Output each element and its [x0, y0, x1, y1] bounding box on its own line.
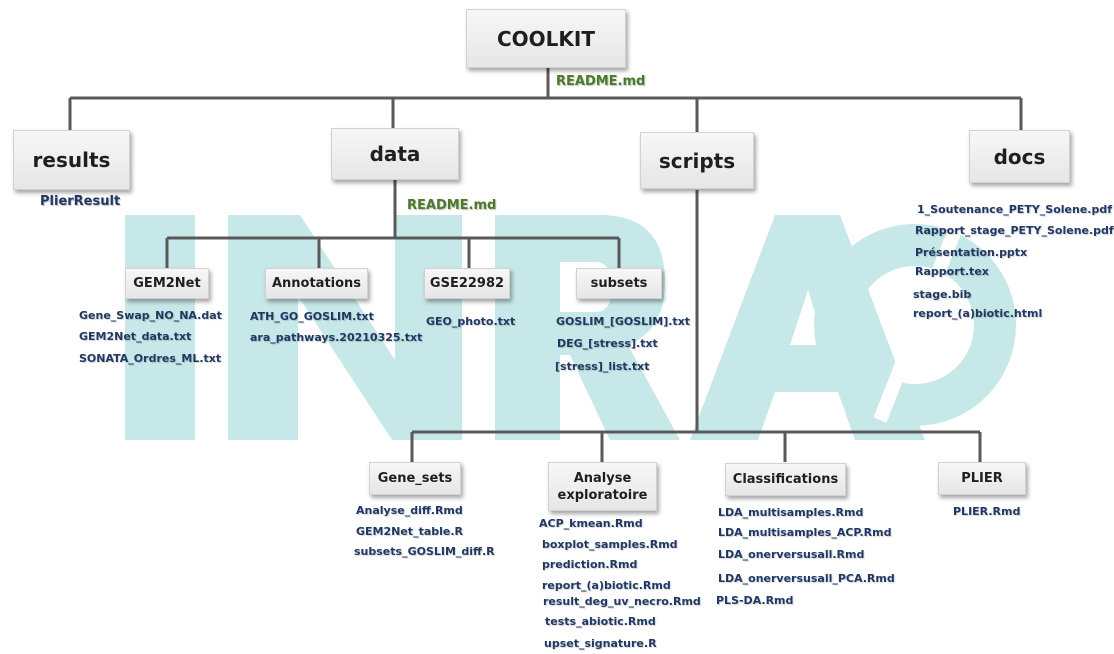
analyse-file: report_(a)biotic.Rmd [542, 579, 671, 592]
gse22982-file: GEO_photo.txt [426, 315, 516, 328]
gem2net-file: Gene_Swap_NO_NA.dat [79, 309, 222, 322]
plier-file: PLIER.Rmd [953, 505, 1021, 518]
classifications-file: LDA_multisamples.Rmd [718, 506, 864, 519]
analyse-label-line1: Analyse [573, 470, 632, 486]
classifications-file: LDA_onerversusall.Rmd [718, 548, 865, 561]
analyse-file: prediction.Rmd [542, 558, 638, 571]
subsets-file: [stress]_list.txt [555, 360, 650, 373]
gene-sets-file: Analyse_diff.Rmd [356, 504, 463, 517]
plier-label: PLIER [961, 471, 1003, 486]
gem2net-node: GEM2Net [125, 268, 209, 299]
scripts-node: scripts [640, 132, 754, 189]
analyse-file: upset_signature.R [544, 637, 657, 650]
docs-file: 1_Soutenance_PETY_Solene.pdf [917, 203, 1113, 216]
watermark-slash [873, 227, 962, 423]
annotations-node: Annotations [265, 268, 368, 299]
classifications-file: LDA_multisamples_ACP.Rmd [718, 526, 892, 539]
docs-label: docs [993, 144, 1046, 169]
coolkit-node: COOLKIT [466, 9, 626, 68]
analyse-file: result_deg_uv_necro.Rmd [543, 595, 701, 608]
docs-file: Présentation.pptx [915, 246, 1028, 259]
watermark-letter-i [125, 215, 195, 440]
docs-file: Rapport.tex [915, 265, 989, 278]
docs-file: Rapport_stage_PETY_Solene.pdf [915, 224, 1114, 237]
gse22982-node: GSE22982 [424, 268, 510, 299]
gene-sets-file: subsets_GOSLIM_diff.R [354, 545, 495, 558]
plier-result-item: PlierResult [40, 194, 121, 209]
analyse-exploratoire-node: Analyse exploratoire [548, 462, 657, 511]
analyse-label-line2: exploratoire [557, 487, 648, 503]
subsets-label: subsets [590, 276, 648, 291]
results-node: results [13, 130, 130, 190]
subsets-node: subsets [576, 268, 662, 299]
data-label: data [369, 142, 421, 166]
docs-file: stage.bib [913, 288, 972, 301]
docs-file: report_(a)biotic.html [913, 307, 1043, 320]
coolkit-label: COOLKIT [496, 26, 595, 51]
gse22982-label: GSE22982 [429, 276, 505, 291]
subsets-file: DEG_[stress].txt [557, 337, 658, 350]
data-readme: README.md [407, 198, 497, 213]
classifications-node: Classifications [725, 463, 846, 496]
gene-sets-label: Gene_sets [377, 471, 453, 486]
annotations-file: ara_pathways.20210325.txt [250, 331, 423, 344]
results-label: results [32, 148, 111, 172]
analyse-file: ACP_kmean.Rmd [539, 517, 643, 530]
analyse-file: boxplot_samples.Rmd [542, 538, 678, 551]
plier-node: PLIER [938, 462, 1026, 495]
classifications-file: LDA_onerversusall_PCA.Rmd [718, 572, 895, 585]
gem2net-file: SONATA_Ordres_ML.txt [79, 352, 222, 365]
annotations-label: Annotations [271, 276, 362, 291]
gem2net-file: GEM2Net_data.txt [79, 330, 192, 343]
root-readme: README.md [556, 74, 646, 89]
analyse-file: tests_abiotic.Rmd [545, 615, 656, 628]
gene-sets-file: GEM2Net_table.R [356, 525, 464, 538]
classifications-file: PLS-DA.Rmd [716, 594, 794, 607]
annotations-file: ATH_GO_GOSLIM.txt [250, 310, 374, 323]
gem2net-label: GEM2Net [133, 276, 201, 291]
scripts-label: scripts [658, 148, 736, 173]
data-node: data [331, 128, 459, 180]
docs-node: docs [969, 130, 1070, 183]
watermark-letter-e [814, 224, 1016, 426]
gene-sets-node: Gene_sets [369, 462, 461, 495]
classifications-label: Classifications [732, 472, 839, 487]
subsets-file: GOSLIM_[GOSLIM].txt [556, 315, 691, 328]
